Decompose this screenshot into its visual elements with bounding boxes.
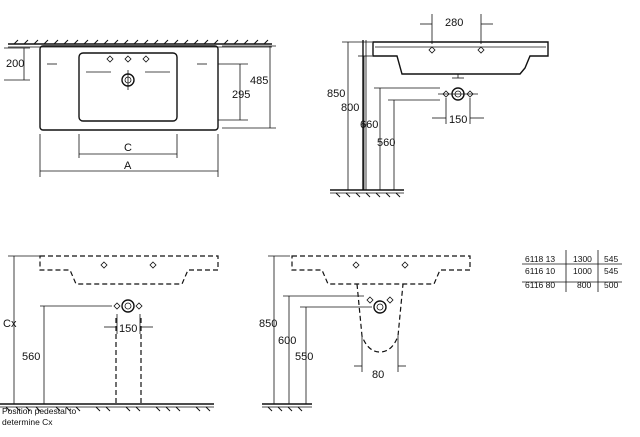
front-pedestal-view: 150 Cx 560 Position pedestal to determin… (0, 255, 219, 427)
front-note-line1: Position pedestal to (2, 406, 76, 416)
table-row-3-model: 6116 80 (525, 280, 555, 290)
semi-floor (262, 403, 312, 412)
side-dim-660: 660 (360, 119, 378, 131)
table-row-1-a: 1300 (573, 254, 592, 264)
top-label-c: C (124, 142, 132, 154)
side-dim-280: 280 (445, 17, 463, 29)
front-basin-dashed (39, 255, 219, 285)
top-basin-outline (39, 45, 219, 131)
side-dim-560: 560 (377, 137, 395, 149)
semi-dim-850: 850 (259, 318, 277, 330)
front-floor (0, 403, 214, 412)
top-dim-200: 200 (6, 58, 24, 70)
side-floor (330, 189, 404, 198)
semi-dim-80: 80 (372, 369, 384, 381)
side-view: 280 850 800 660 560 1 (327, 14, 549, 198)
dimensions-table: 6118 13 1300 545 6116 10 1000 545 6116 8… (522, 250, 622, 292)
top-label-a: A (124, 160, 132, 172)
semi-dim-600: 600 (278, 335, 296, 347)
side-basin-profile (372, 41, 549, 75)
front-note-line2: determine Cx (2, 417, 53, 427)
front-dim-150: 150 (119, 323, 137, 335)
side-supply-fittings (432, 87, 484, 124)
table-row-1-model: 6118 13 (525, 254, 555, 264)
side-dim-800: 800 (341, 102, 359, 114)
top-view: 200 295 485 C A (4, 39, 276, 177)
top-bowl (78, 52, 178, 122)
semi-basin-dashed (291, 255, 471, 285)
semi-pedestal-outline (356, 283, 404, 353)
table-row-2-c: 545 (604, 266, 618, 276)
semi-pedestal-view: 80 850 600 550 (259, 255, 471, 412)
table-row-3-c: 500 (604, 280, 618, 290)
table-row-1-c: 545 (604, 254, 618, 264)
front-label-cx: Cx (3, 318, 17, 330)
side-dim-150: 150 (449, 114, 467, 126)
table-row-3-a: 800 (577, 280, 591, 290)
side-wall (362, 40, 367, 190)
top-dim-485: 485 (250, 75, 268, 87)
side-dim-850: 850 (327, 88, 345, 100)
top-tap-holes (106, 55, 150, 63)
table-row-2-a: 1000 (573, 266, 592, 276)
semi-drain-outlet (373, 300, 387, 314)
table-row-2-model: 6116 10 (525, 266, 555, 276)
top-dim-295: 295 (232, 89, 250, 101)
semi-dim-550: 550 (295, 351, 313, 363)
top-wall-hatch (8, 39, 272, 48)
front-dim-560: 560 (22, 351, 40, 363)
front-drain-outlet (121, 299, 135, 313)
